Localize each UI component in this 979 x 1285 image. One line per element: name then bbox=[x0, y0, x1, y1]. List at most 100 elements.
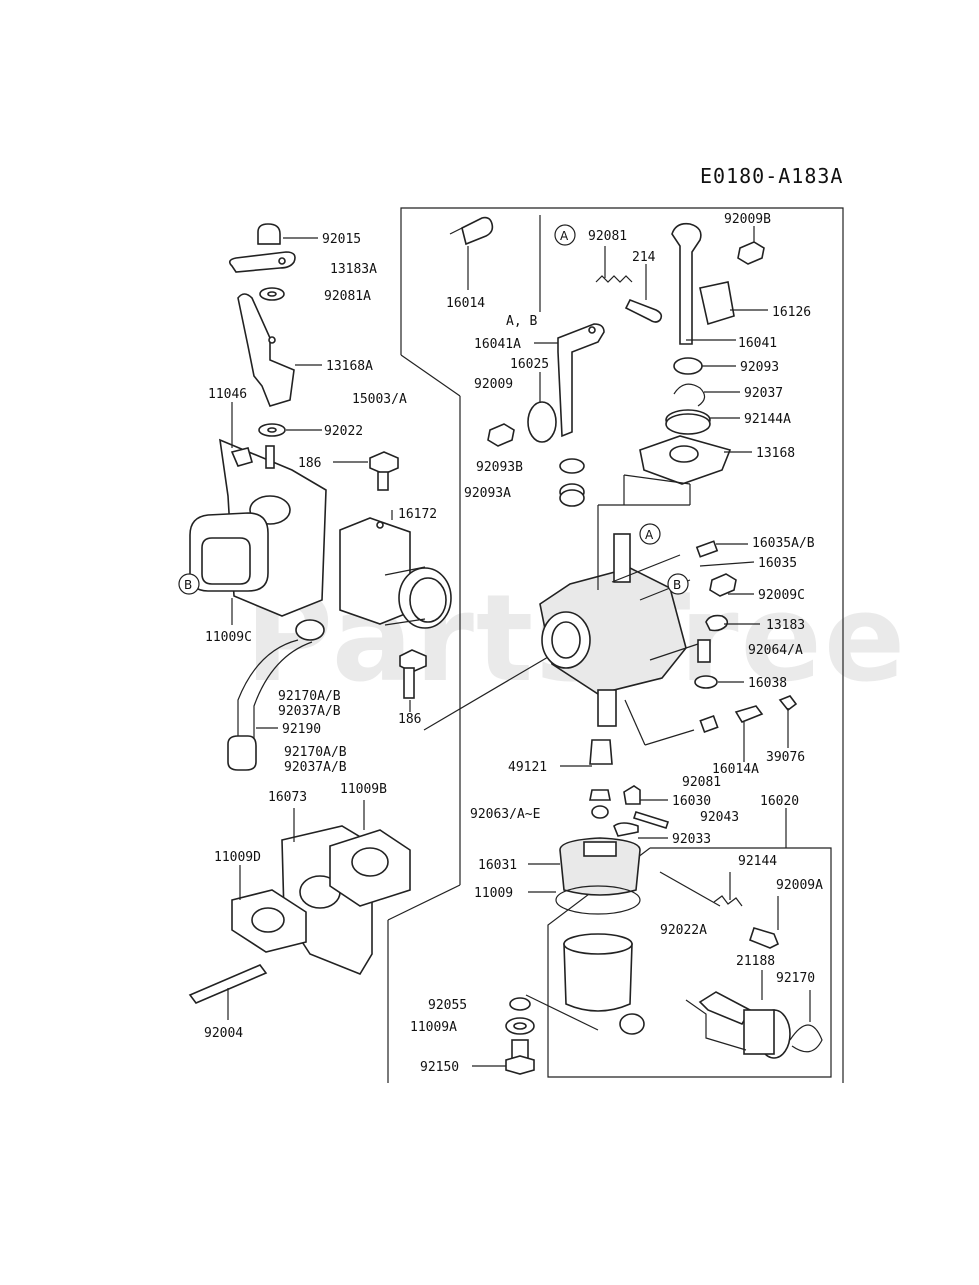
label-92093A: 92093A bbox=[464, 486, 511, 501]
leader-diagonal bbox=[423, 649, 561, 731]
washer-11009A bbox=[505, 1017, 535, 1035]
label-92037AB-2: 92037A/B bbox=[284, 760, 347, 775]
needle-16030 bbox=[623, 785, 668, 805]
plate-13183A bbox=[228, 251, 296, 273]
gasket-11009C bbox=[189, 512, 269, 625]
label-21188: 21188 bbox=[736, 954, 775, 969]
label-16014A: 16014A bbox=[712, 762, 759, 777]
ref-mark-a-top: A bbox=[554, 224, 576, 246]
clip-92190 bbox=[227, 727, 278, 771]
label-13183A: 13183A bbox=[330, 262, 377, 277]
svg-text:A: A bbox=[560, 229, 569, 243]
gasket-11009D bbox=[231, 865, 307, 953]
label-92170: 92170 bbox=[776, 971, 815, 986]
label-214: 214 bbox=[632, 250, 656, 265]
leader-92022A bbox=[659, 871, 721, 907]
lever-13168 bbox=[639, 435, 752, 485]
bolt-186-lower bbox=[399, 649, 427, 712]
svg-text:B: B bbox=[184, 578, 192, 592]
label-92009A: 92009A bbox=[776, 878, 823, 893]
stud-92004 bbox=[188, 964, 268, 1020]
seal-92093A bbox=[559, 483, 585, 507]
oring-11009 bbox=[528, 885, 641, 915]
diagram-id: E0180-A183A bbox=[700, 164, 843, 188]
label-186-upper: 186 bbox=[298, 456, 321, 471]
frame-lines bbox=[387, 207, 844, 1083]
label-16014: 16014 bbox=[446, 296, 485, 311]
screw-16014A bbox=[734, 705, 764, 762]
air-housing bbox=[384, 566, 452, 629]
clamp-hose bbox=[237, 619, 325, 752]
label-11009A: 11009A bbox=[410, 1020, 457, 1035]
label-92093B: 92093B bbox=[476, 460, 523, 475]
screw-92009A bbox=[749, 896, 780, 949]
label-16041A: 16041A bbox=[474, 337, 521, 352]
jet-16035 bbox=[695, 540, 755, 567]
label-13168: 13168 bbox=[756, 446, 795, 461]
svg-text:B: B bbox=[673, 578, 681, 592]
label-92081-lower: 92081 bbox=[682, 775, 721, 790]
label-39076: 39076 bbox=[766, 750, 805, 765]
spring-92081 bbox=[595, 246, 633, 283]
label-16035: 16035 bbox=[758, 556, 797, 571]
label-92064A: 92064/A bbox=[748, 643, 803, 658]
label-92009: 92009 bbox=[474, 377, 513, 392]
screw-39076 bbox=[778, 695, 798, 748]
washer-13183 bbox=[705, 614, 760, 632]
cap-nut-92015 bbox=[257, 223, 318, 245]
seal-92093 bbox=[673, 357, 736, 375]
washer-92081A bbox=[259, 287, 285, 301]
label-92043: 92043 bbox=[700, 810, 739, 825]
label-92170AB-2: 92170A/B bbox=[284, 745, 347, 760]
label-16172: 16172 bbox=[398, 507, 437, 522]
seal-92055 bbox=[509, 997, 531, 1011]
label-11009: 11009 bbox=[474, 886, 513, 901]
screw-92009C bbox=[709, 573, 754, 597]
label-11009C: 11009C bbox=[205, 630, 252, 645]
band-92170 bbox=[789, 990, 823, 1053]
label-16030: 16030 bbox=[672, 794, 711, 809]
plate-16126 bbox=[699, 281, 768, 326]
ref-mark-b-carb: B bbox=[667, 573, 689, 595]
label-11009B: 11009B bbox=[340, 782, 387, 797]
label-16041: 16041 bbox=[738, 336, 777, 351]
pin-92043 bbox=[632, 811, 670, 829]
label-16126: 16126 bbox=[772, 305, 811, 320]
label-186-lower: 186 bbox=[398, 712, 421, 727]
spring-92144A bbox=[665, 409, 740, 435]
clip-92037 bbox=[673, 383, 740, 407]
screw-16014 bbox=[449, 216, 494, 290]
label-92033: 92033 bbox=[672, 832, 711, 847]
screw-214 bbox=[624, 264, 663, 323]
label-92190: 92190 bbox=[282, 722, 321, 737]
label-16038: 16038 bbox=[748, 676, 787, 691]
shaft-16041 bbox=[671, 222, 736, 345]
label-92081: 92081 bbox=[588, 229, 627, 244]
label-92037AB-1: 92037A/B bbox=[278, 704, 341, 719]
label-92009B: 92009B bbox=[724, 212, 771, 227]
screw-92009B bbox=[737, 226, 765, 265]
clip-92033 bbox=[613, 822, 668, 839]
label-92022: 92022 bbox=[324, 424, 363, 439]
washer-16038 bbox=[694, 675, 744, 689]
label-15003A: 15003/A bbox=[352, 392, 407, 407]
gasket-11009B bbox=[329, 800, 411, 907]
label-92150: 92150 bbox=[420, 1060, 459, 1075]
float-bowl bbox=[525, 933, 645, 1035]
spring-92144 bbox=[713, 872, 743, 907]
lever-13168A bbox=[237, 293, 322, 407]
label-16020: 16020 bbox=[760, 794, 799, 809]
label-13183: 13183 bbox=[766, 618, 805, 633]
part-labels: 92015 13183A 92081A 13168A 11046 15003/A… bbox=[204, 212, 823, 1075]
plate-16025 bbox=[527, 372, 557, 443]
label-16073: 16073 bbox=[268, 790, 307, 805]
jet-49121 bbox=[560, 739, 613, 767]
svg-text:A: A bbox=[645, 528, 654, 542]
screw-92009 bbox=[487, 423, 515, 447]
label-16035AB: 16035A/B bbox=[752, 536, 815, 551]
label-92144: 92144 bbox=[738, 854, 777, 869]
seal-92093B bbox=[559, 458, 585, 474]
label-16031: 16031 bbox=[478, 858, 517, 873]
